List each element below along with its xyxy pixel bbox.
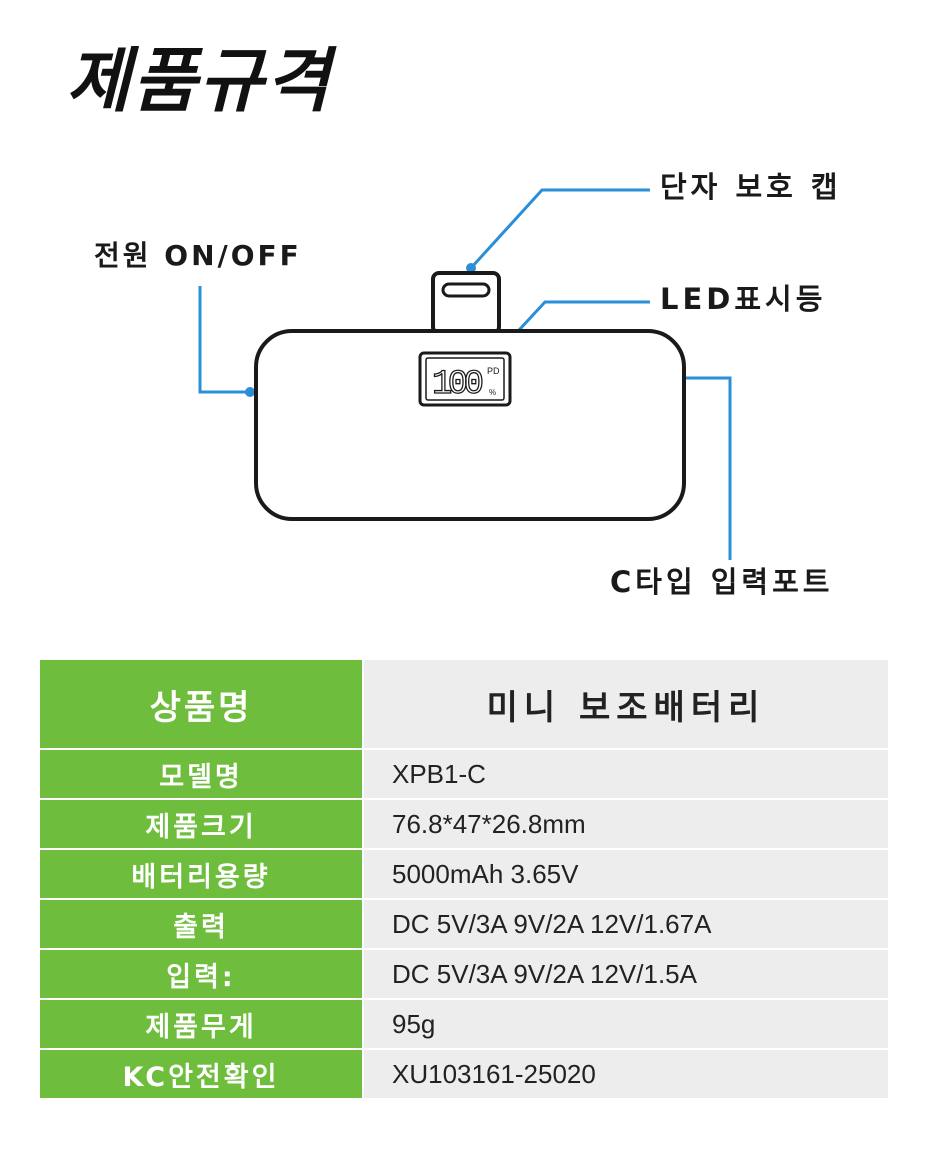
kc-value: XU103161-25020 — [363, 1049, 888, 1100]
table-row: 모델명 XPB1-C — [40, 749, 888, 800]
model-value: XPB1-C — [363, 749, 888, 800]
spec-table: 상품명 미니 보조배터리 모델명 XPB1-C 제품크기 76.8*47*26.… — [40, 660, 888, 1100]
product-name-label: 상품명 — [40, 660, 364, 750]
led-display-value: 100 — [432, 366, 484, 404]
port-leader-line — [681, 376, 732, 560]
size-label: 제품크기 — [40, 799, 364, 850]
led-callout: LED표시등 — [660, 282, 827, 316]
table-row: 배터리용량 5000mAh 3.65V — [40, 849, 888, 900]
kc-label: KC안전확인 — [40, 1049, 364, 1100]
output-value: DC 5V/3A 9V/2A 12V/1.67A — [363, 899, 888, 950]
power-callout: 전원 ON/OFF — [94, 239, 302, 272]
led-display-percent: % — [489, 388, 496, 397]
output-label: 출력 — [40, 899, 364, 950]
input-label: 입력: — [40, 949, 364, 1000]
led-leader-line — [506, 300, 650, 344]
size-value: 76.8*47*26.8mm — [363, 799, 888, 850]
cap-leader-dot — [466, 263, 476, 273]
table-row: 제품크기 76.8*47*26.8mm — [40, 799, 888, 850]
spec-header-row: 상품명 미니 보조배터리 — [40, 660, 888, 750]
weight-label: 제품무게 — [40, 999, 364, 1050]
weight-value: 95g — [363, 999, 888, 1050]
table-row: 입력: DC 5V/3A 9V/2A 12V/1.5A — [40, 949, 888, 1000]
input-value: DC 5V/3A 9V/2A 12V/1.5A — [363, 949, 888, 1000]
power-leader-dot — [245, 387, 255, 397]
table-row: 제품무게 95g — [40, 999, 888, 1050]
model-label: 모델명 — [40, 749, 364, 800]
led-display-screen — [425, 357, 505, 401]
led-display-frame — [418, 351, 512, 407]
led-display-unit: PD — [487, 366, 500, 376]
battery-body — [254, 329, 686, 521]
cap-leader-line — [469, 188, 650, 270]
port-callout: C타입 입력포트 — [610, 565, 834, 599]
table-row: 출력 DC 5V/3A 9V/2A 12V/1.67A — [40, 899, 888, 950]
connector-slot — [441, 282, 491, 298]
capacity-value: 5000mAh 3.65V — [363, 849, 888, 900]
table-row: KC안전확인 XU103161-25020 — [40, 1049, 888, 1100]
power-leader-line — [198, 286, 250, 394]
capacity-label: 배터리용량 — [40, 849, 364, 900]
product-name-value: 미니 보조배터리 — [363, 660, 888, 750]
connector-cap — [431, 271, 501, 335]
product-diagram: 100 PD % — [198, 188, 732, 560]
page-title: 제품규격 — [66, 40, 332, 122]
cap-callout: 단자 보호 캡 — [660, 170, 842, 204]
